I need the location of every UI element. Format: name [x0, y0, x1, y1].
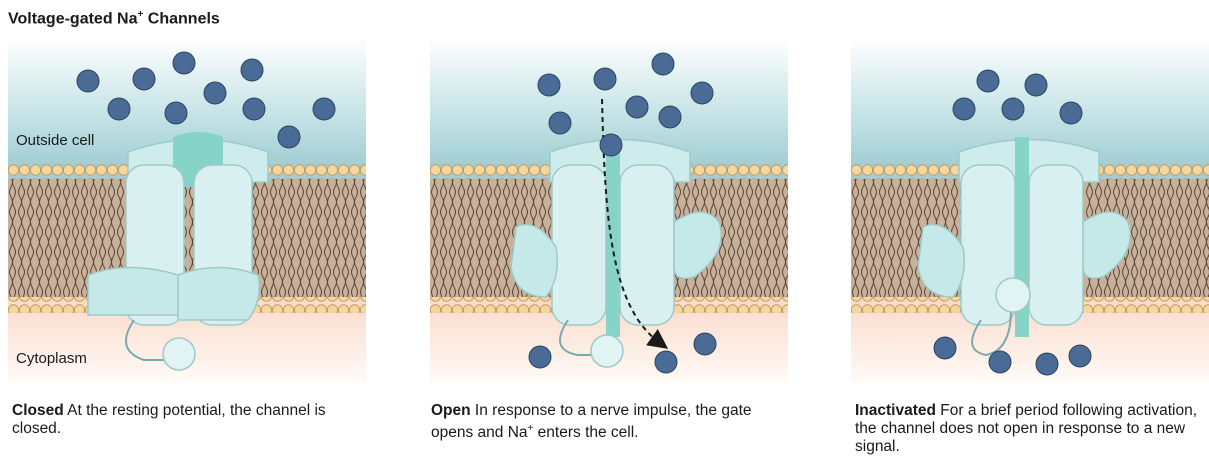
- inactivation-gate-ball: [591, 335, 623, 367]
- caption-closed: Closed At the resting potential, the cha…: [12, 402, 362, 438]
- closed-channel-diagram: [8, 37, 366, 382]
- caption-open: Open In response to a nerve impulse, the…: [431, 402, 781, 442]
- open-channel-diagram: [430, 37, 788, 382]
- caption-inactivated: Inactivated For a brief period following…: [855, 402, 1205, 456]
- inactivated-channel-diagram: [851, 37, 1209, 382]
- figure-title: Voltage-gated Na+ Channels: [8, 9, 220, 28]
- inactivation-gate-ball: [163, 338, 195, 370]
- panel-open: [430, 37, 788, 382]
- cytoplasm-label: Cytoplasm: [16, 350, 87, 367]
- panel-inactivated: [851, 37, 1209, 382]
- inactivation-gate-ball: [996, 278, 1030, 312]
- panel-closed: Outside cell Cytoplasm: [8, 37, 366, 382]
- outside-cell-label: Outside cell: [16, 132, 94, 149]
